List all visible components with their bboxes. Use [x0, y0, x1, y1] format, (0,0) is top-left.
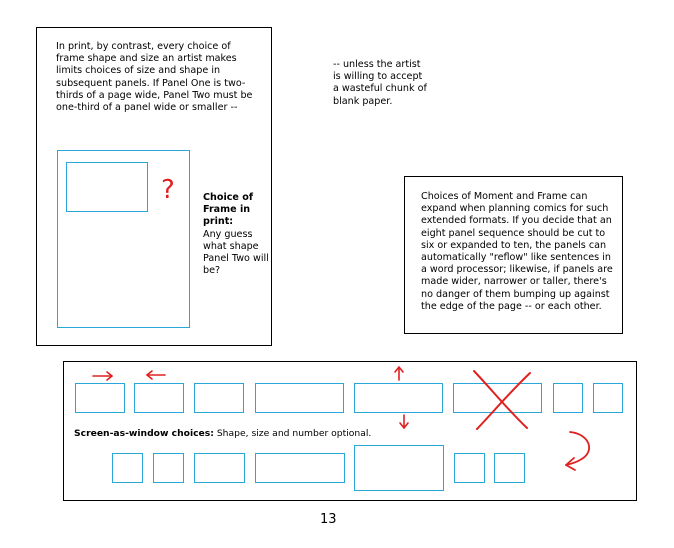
cross-out-icon [473, 370, 531, 430]
row2-panel-3 [194, 453, 245, 483]
screen-caption-rest: Shape, size and number optional. [213, 428, 372, 439]
print-caption: Choice of Frame in print: Any guess what… [203, 192, 269, 277]
page-number: 13 [320, 512, 337, 527]
question-mark: ? [161, 175, 175, 205]
screen-window-panel: Screen-as-window choices: Shape, size an… [63, 361, 637, 501]
row1-panel-2 [134, 383, 184, 413]
row1-panel-7 [553, 383, 583, 413]
print-page-frame [57, 150, 190, 328]
up-arrow-icon [394, 366, 404, 381]
row2-panel-1 [112, 453, 143, 483]
row1-panel-1 [75, 383, 125, 413]
row1-panel-3 [194, 383, 244, 413]
row1-panel-4 [255, 383, 344, 413]
screen-caption: Screen-as-window choices: Shape, size an… [74, 428, 474, 440]
left-arrow-icon [146, 370, 166, 380]
screen-caption-bold: Screen-as-window choices: [74, 428, 214, 439]
print-caption-body: Any guess what shape Panel Two will be? [203, 228, 269, 277]
print-caption-title: Choice of Frame in print: [203, 192, 254, 228]
unless-text: -- unless the artist is willing to accep… [333, 59, 427, 107]
print-page-panel: In print, by contrast, every choice of f… [36, 27, 272, 346]
row1-panel-8 [593, 383, 623, 413]
row2-panel-2 [153, 453, 184, 483]
down-arrow-icon [399, 414, 409, 429]
row2-panel-7 [494, 453, 525, 483]
reflow-arrow-icon [565, 431, 591, 471]
row2-panel-5 [354, 445, 444, 491]
row1-panel-5 [354, 383, 443, 413]
extended-formats-panel: Choices of Moment and Frame can expand w… [404, 176, 623, 334]
row2-panel-6 [454, 453, 485, 483]
row1-panel-6 [453, 383, 542, 413]
print-explanation-text: In print, by contrast, every choice of f… [56, 41, 253, 114]
extended-formats-text: Choices of Moment and Frame can expand w… [421, 191, 613, 312]
row2-panel-4 [255, 453, 345, 483]
right-arrow-icon [92, 371, 113, 381]
panel-one-frame [66, 162, 148, 212]
